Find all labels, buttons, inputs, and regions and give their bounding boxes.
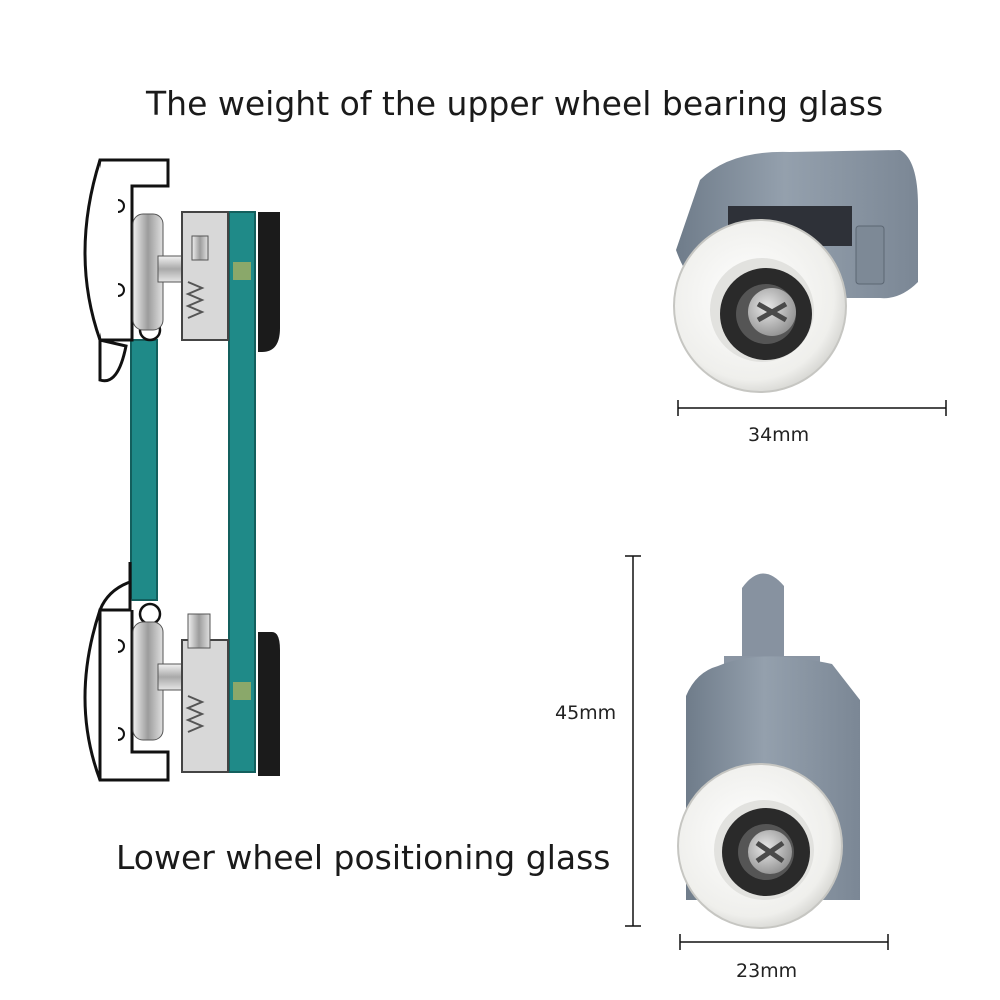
dimension-label-45mm: 45mm bbox=[555, 702, 617, 724]
upper-roller bbox=[673, 150, 918, 393]
dimension-line-34mm bbox=[677, 400, 947, 416]
glass-panel-rear bbox=[228, 211, 256, 773]
glass-panel-front bbox=[130, 339, 158, 601]
lower-bracket bbox=[83, 562, 280, 782]
lower-roller bbox=[677, 573, 860, 929]
dimension-line-23mm bbox=[679, 934, 889, 950]
upper-bracket bbox=[83, 158, 280, 383]
dimension-label-34mm: 34mm bbox=[748, 424, 810, 446]
dimension-label-23mm: 23mm bbox=[736, 960, 798, 982]
caption-lower-wheel: Lower wheel positioning glass bbox=[116, 838, 611, 877]
dimension-line-45mm bbox=[625, 555, 641, 927]
rubber-pad bbox=[258, 632, 280, 776]
lower-pin bbox=[742, 573, 784, 664]
cross-section-diagram bbox=[83, 158, 280, 782]
rubber-pad bbox=[258, 212, 280, 352]
caption-upper-wheel: The weight of the upper wheel bearing gl… bbox=[146, 84, 884, 123]
